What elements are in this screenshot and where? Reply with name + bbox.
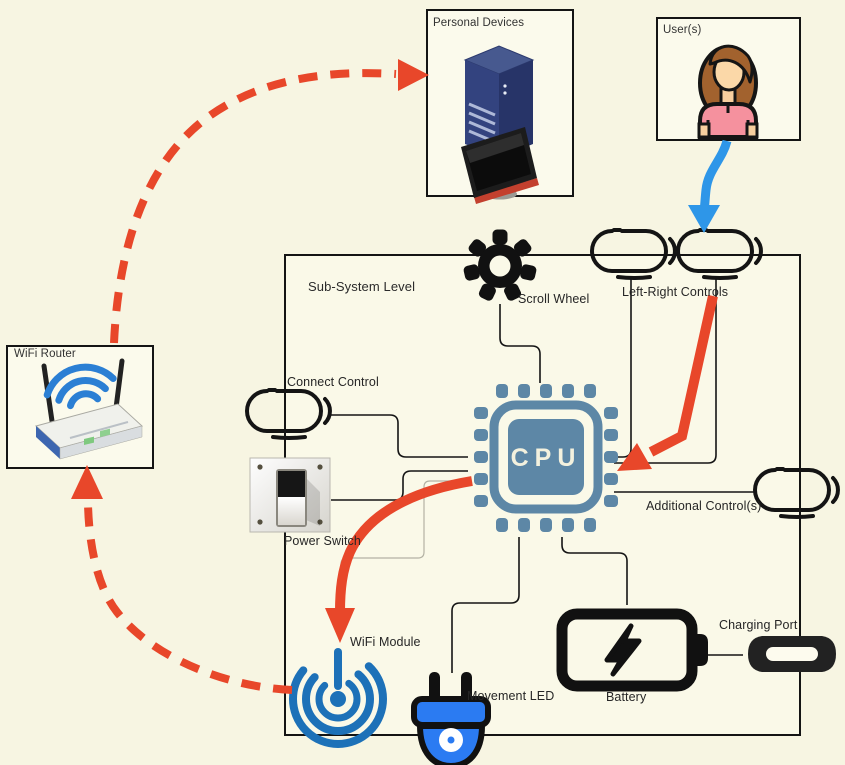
charging-port-label: Charging Port [719, 618, 798, 632]
scroll-wheel-label: Scroll Wheel [518, 292, 590, 306]
movement-led-label: Movement LED [467, 689, 555, 703]
connector-cpu-battery [561, 537, 628, 605]
connector-lines[interactable] [329, 279, 757, 673]
connector-scrollwheel-cpu [499, 304, 541, 383]
charging-port-icon[interactable] [748, 636, 836, 672]
screws [257, 464, 323, 525]
connector-connectcontrol-cpu [329, 414, 468, 458]
wifi-router-icon[interactable] [34, 358, 144, 460]
user-to-controls-arrow[interactable] [688, 139, 732, 233]
scroll-wheel-icon[interactable] [463, 229, 538, 303]
cpu-icon[interactable]: CPU [474, 384, 618, 532]
wifi-router-label: WiFi Router [14, 348, 76, 360]
subsystem-label: Sub-System Level [308, 279, 416, 294]
wifi-module-icon[interactable] [289, 648, 387, 748]
user-avatar-icon[interactable] [697, 44, 759, 139]
battery-icon[interactable] [556, 608, 708, 692]
module-to-router-arrow[interactable] [71, 465, 293, 694]
additional-controls-label: Additional Control(s) [646, 499, 762, 513]
battery-label: Battery [606, 690, 647, 704]
left-right-controls-label: Left-Right Controls [622, 285, 729, 299]
cpu-label: CPU [511, 444, 582, 472]
connector-rightcontrol-cpu [614, 279, 717, 464]
power-switch-icon[interactable] [249, 457, 331, 533]
movement-led-icon[interactable] [411, 672, 491, 765]
personal-devices-icon[interactable] [461, 45, 539, 204]
users-label: User(s) [663, 24, 702, 36]
cpu-to-wifimodule-arrow[interactable] [325, 476, 473, 643]
wifi-module-label: WiFi Module [350, 635, 421, 649]
router-to-devices-arrow[interactable] [110, 59, 429, 344]
controls-to-cpu-arrow[interactable] [617, 294, 718, 471]
personal-devices-label: Personal Devices [433, 17, 525, 29]
battery-bolt-icon [604, 623, 642, 677]
connector-cpu-movementled [451, 537, 520, 673]
power-switch-label: Power Switch [284, 534, 361, 548]
connect-control-label: Connect Control [287, 375, 379, 389]
